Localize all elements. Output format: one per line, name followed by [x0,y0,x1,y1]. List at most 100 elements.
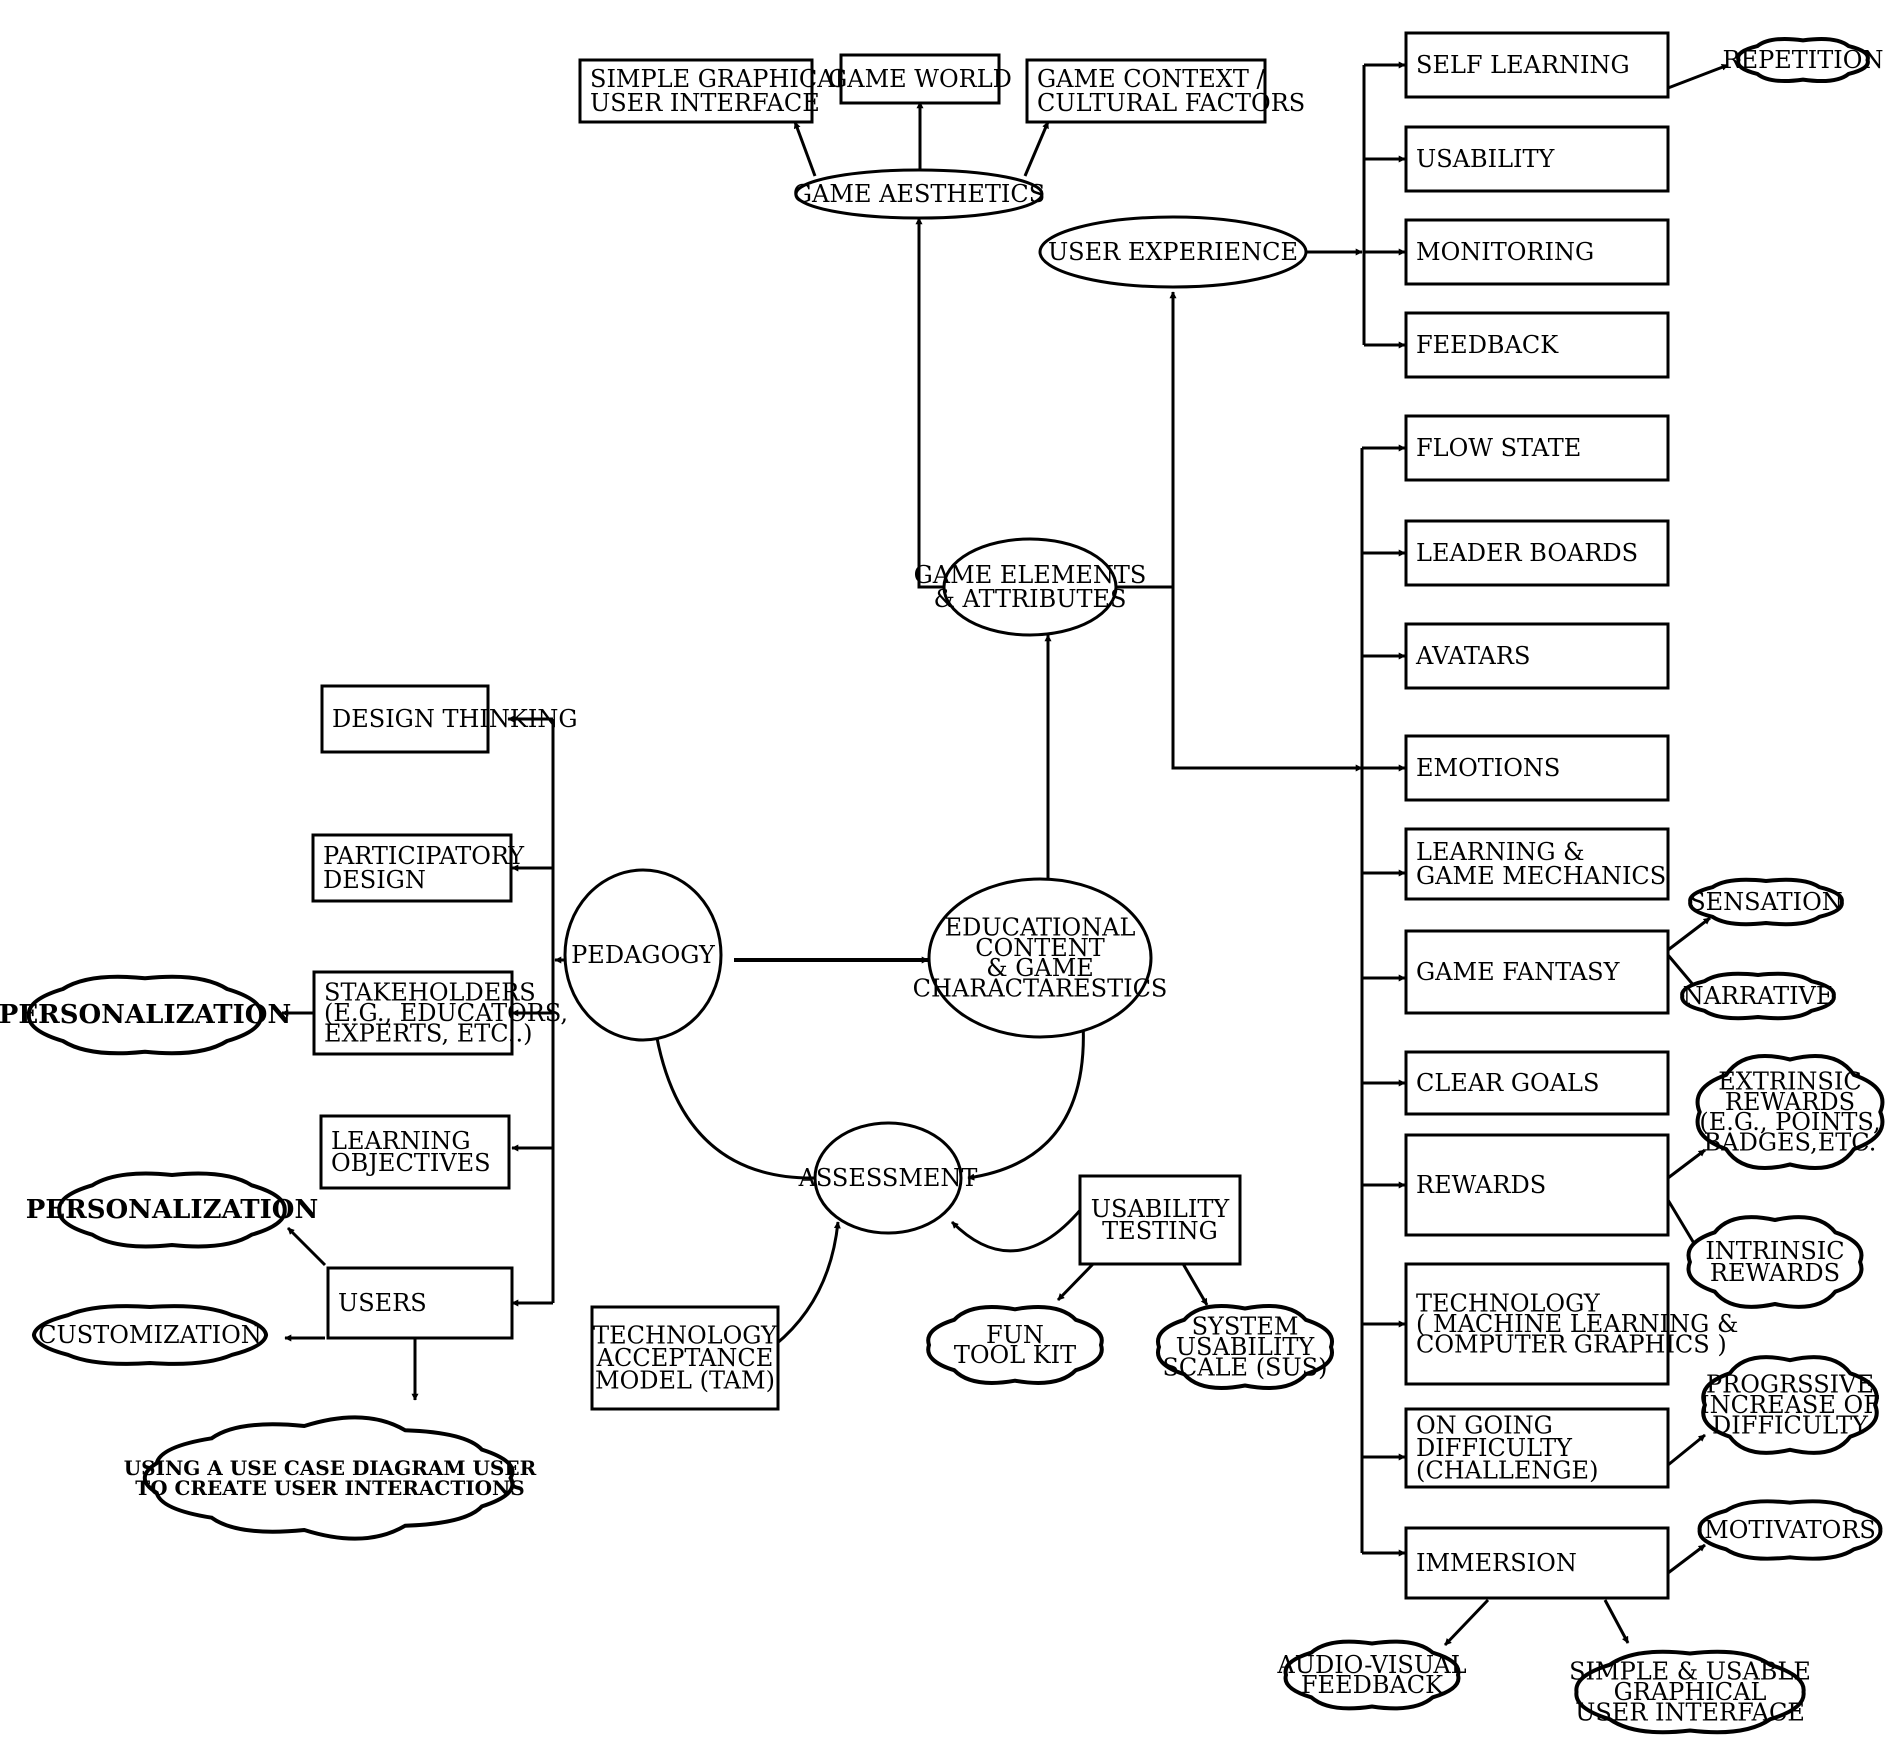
node-personalization-1: PERSONALIZATION [0,974,291,1056]
edge-usability-sus [1180,1261,1209,1306]
node-audio-visual-label: AUDIO-VISUAL [1276,1651,1466,1679]
node-motivators-label: MOTIVATORS [1704,1516,1876,1544]
node-usability-testing-label: TESTING [1102,1217,1218,1245]
edge-users-personalization [286,1226,327,1267]
node-user-experience: USER EXPERIENCE [1038,215,1308,289]
edge-ongoing-progressive [1667,1433,1706,1467]
node-learning-mechanics-shape [1404,827,1670,901]
node-personalization-2: PERSONALIZATION [26,1171,318,1249]
node-simple-gui-top-label: USER INTERFACE [590,89,820,117]
node-usability-testing-shape [1078,1174,1242,1266]
node-sus-shape [1156,1304,1334,1390]
node-ongoing-difficulty-label: DIFFICULTY [1416,1434,1573,1462]
node-technology-label: TECHNOLOGY [1416,1290,1601,1318]
node-flow-state-shape [1404,414,1670,482]
node-assessment-label: ASSESSMENT [798,1164,978,1192]
node-game-aesthetics: GAME AESTHETICS [793,168,1045,220]
node-game-elements-label: & ATTRIBUTES [934,585,1127,613]
edge-rewards-extrinsic [1667,1148,1706,1180]
node-educational-content-label: CONTENT [975,934,1105,962]
node-usability-label: USABILITY [1416,145,1556,173]
node-audio-visual-shape [1283,1639,1461,1711]
node-rewards-label: REWARDS [1416,1171,1546,1199]
node-intrinsic-rewards-label: INTRINSIC [1705,1237,1844,1265]
node-game-elements-shape [942,537,1118,637]
node-intrinsic-rewards-label: REWARDS [1710,1259,1840,1287]
node-educational-content-label: CHARACTARESTICS [913,975,1168,1003]
edge-immersion-motivators [1667,1543,1706,1575]
node-usability: USABILITY [1404,125,1670,193]
node-rewards: REWARDS [1404,1133,1670,1237]
node-use-case-label: TO CREATE USER INTERACTIONS [135,1476,524,1500]
edge-elements-ux [1116,291,1177,589]
connector-lines [281,61,1729,1647]
node-usability-shape [1404,125,1670,193]
node-feedback: FEEDBACK [1404,311,1670,379]
node-educational-content-label: EDUCATIONAL [945,913,1136,941]
node-ongoing-difficulty-shape [1404,1407,1670,1489]
edge-aesthetics-context [1023,121,1050,177]
node-customization-shape [31,1304,269,1366]
node-game-fantasy: GAME FANTASY [1404,929,1670,1015]
node-audio-visual-label: FEEDBACK [1301,1671,1444,1699]
node-motivators: MOTIVATORS [1697,1499,1883,1561]
node-simple-usable-gui-label: GRAPHICAL [1614,1678,1767,1706]
node-simple-gui-top-label: SIMPLE GRAPHICAL [590,65,851,93]
node-leader-boards: LEADER BOARDS [1404,519,1670,587]
node-avatars-shape [1404,622,1670,690]
node-feedback-shape [1404,311,1670,379]
node-learning-mechanics-label: GAME MECHANICS [1416,862,1666,890]
node-game-aesthetics-shape [794,168,1044,220]
node-customization-label: CUSTOMIZATION [38,1321,262,1349]
node-technology-label: COMPUTER GRAPHICS ) [1416,1330,1727,1358]
node-leader-boards-label: LEADER BOARDS [1416,539,1638,567]
node-pedagogy-label: PEDAGOGY [571,941,716,969]
edge-assessment-pedagogy [652,1026,816,1180]
node-fun-toolkit-shape [926,1305,1104,1385]
node-avatars-label: AVATARS [1415,642,1530,670]
node-participatory-design-label: DESIGN [323,866,426,894]
node-narrative: NARRATIVE [1680,971,1836,1021]
edge-usability-funtoolkit [1056,1260,1097,1302]
edge-content-assessment [967,1021,1087,1181]
edge-aesthetics-gui [793,121,817,177]
node-technology-label: ( MACHINE LEARNING & [1416,1310,1738,1338]
node-game-context-shape [1025,58,1267,124]
node-repetition: REPETITION [1723,37,1883,83]
node-use-case-label: USING A USE CASE DIAGRAM USER [124,1456,537,1480]
edge-elements-emotions [1171,587,1363,772]
node-progressive-difficulty-label: PROGRSSIVE [1706,1371,1874,1399]
node-pedagogy-shape [563,868,723,1042]
node-immersion: IMMERSION [1404,1526,1670,1600]
node-assessment-shape [813,1121,963,1235]
node-extrinsic-rewards-label: BADGES,ETC. [1704,1129,1877,1157]
node-game-context-label: CULTURAL FACTORS [1037,89,1305,117]
node-tam-label: ACCEPTANCE [596,1344,774,1372]
node-feedback-label: FEEDBACK [1416,331,1559,359]
node-educational-content-label: & GAME [986,954,1094,982]
node-sus-label: SCALE (SUS) [1162,1353,1327,1381]
node-clear-goals: CLEAR GOALS [1404,1050,1670,1116]
node-extrinsic-rewards-shape [1695,1054,1885,1170]
node-motivators-shape [1697,1499,1883,1561]
node-self-learning-label: SELF LEARNING [1416,51,1630,79]
node-narrative-shape [1680,971,1836,1021]
node-game-aesthetics-label: GAME AESTHETICS [793,180,1045,208]
node-clear-goals-label: CLEAR GOALS [1416,1069,1599,1097]
edge-immersion-simplegui [1603,1599,1630,1644]
node-self-learning-shape [1404,31,1670,99]
node-sus-label: SYSTEM [1192,1313,1299,1341]
node-game-world-shape [839,53,1001,105]
node-stakeholders-shape [312,970,514,1056]
